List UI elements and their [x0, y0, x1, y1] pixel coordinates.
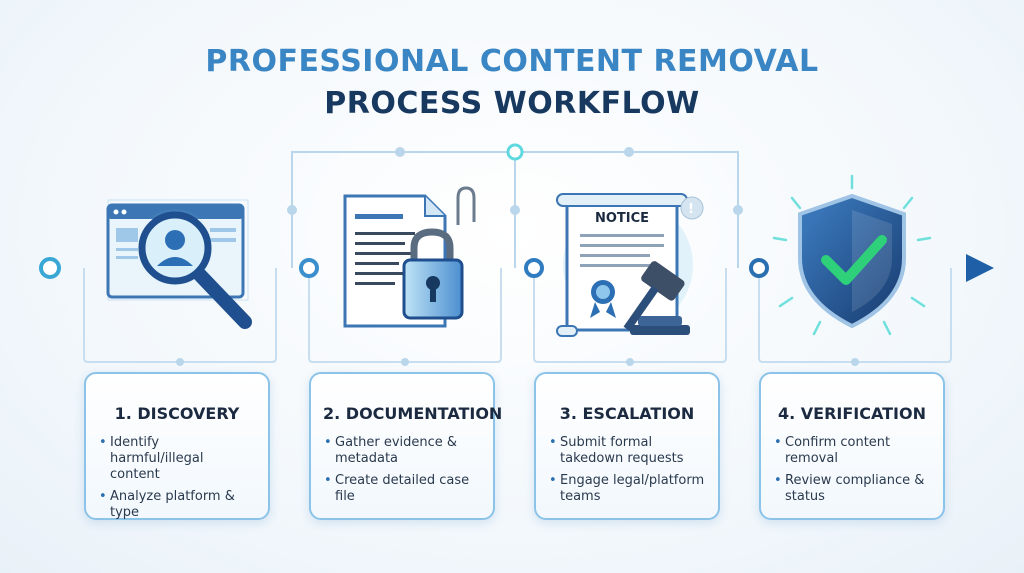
step-bullet: Create detailed case file: [324, 473, 481, 505]
step-bullets: Gather evidence & metadata Create detail…: [323, 435, 481, 505]
step-title: 1. DISCOVERY: [114, 404, 240, 423]
step-bullet: Identify harmful/illegal content: [99, 435, 256, 483]
step-bullet: Analyze platform & type: [99, 489, 256, 521]
magnifier-user-icon: [106, 199, 252, 329]
step-card-discovery: 1. DISCOVERY Identify harmful/illegal co…: [84, 372, 270, 520]
step-bullet: Engage legal/platform teams: [549, 473, 706, 505]
shield-check-icon: [772, 174, 932, 336]
step-bullets: Identify harmful/illegal content Analyze…: [98, 435, 256, 521]
svg-text:!: !: [688, 202, 694, 217]
panel-bottom-dots: [176, 358, 859, 366]
title-line-2: PROCESS WORKFLOW: [324, 86, 700, 121]
title-line-1: PROFESSIONAL CONTENT REMOVAL: [205, 44, 819, 79]
step-bullet: Confirm content removal: [774, 435, 931, 467]
step-card-escalation: 3. ESCALATION Submit formal takedown req…: [534, 372, 720, 520]
document-lock-icon: [343, 186, 476, 328]
notice-gavel-icon: NOTICE !: [556, 193, 704, 337]
step-card-verification: 4. VERIFICATION Confirm content removal …: [759, 372, 945, 520]
step-title: 4. VERIFICATION: [778, 404, 926, 423]
step-bullet: Submit formal takedown requests: [549, 435, 706, 467]
step-bullets: Confirm content removal Review complianc…: [773, 435, 931, 505]
step-bullet: Review compliance & status: [774, 473, 931, 505]
step-title: 2. DOCUMENTATION: [323, 404, 503, 423]
timeline-arrowhead: [966, 254, 994, 282]
notice-label: NOTICE: [595, 211, 649, 226]
timeline-nodes: [39, 257, 769, 279]
step-card-documentation: 2. DOCUMENTATION Gather evidence & metad…: [309, 372, 503, 520]
top-glow-dot: [506, 143, 524, 161]
step-bullets: Submit formal takedown requests Engage l…: [548, 435, 706, 505]
connector-dots: [287, 147, 743, 215]
step-bullet: Gather evidence & metadata: [324, 435, 481, 467]
step-title: 3. ESCALATION: [559, 404, 695, 423]
